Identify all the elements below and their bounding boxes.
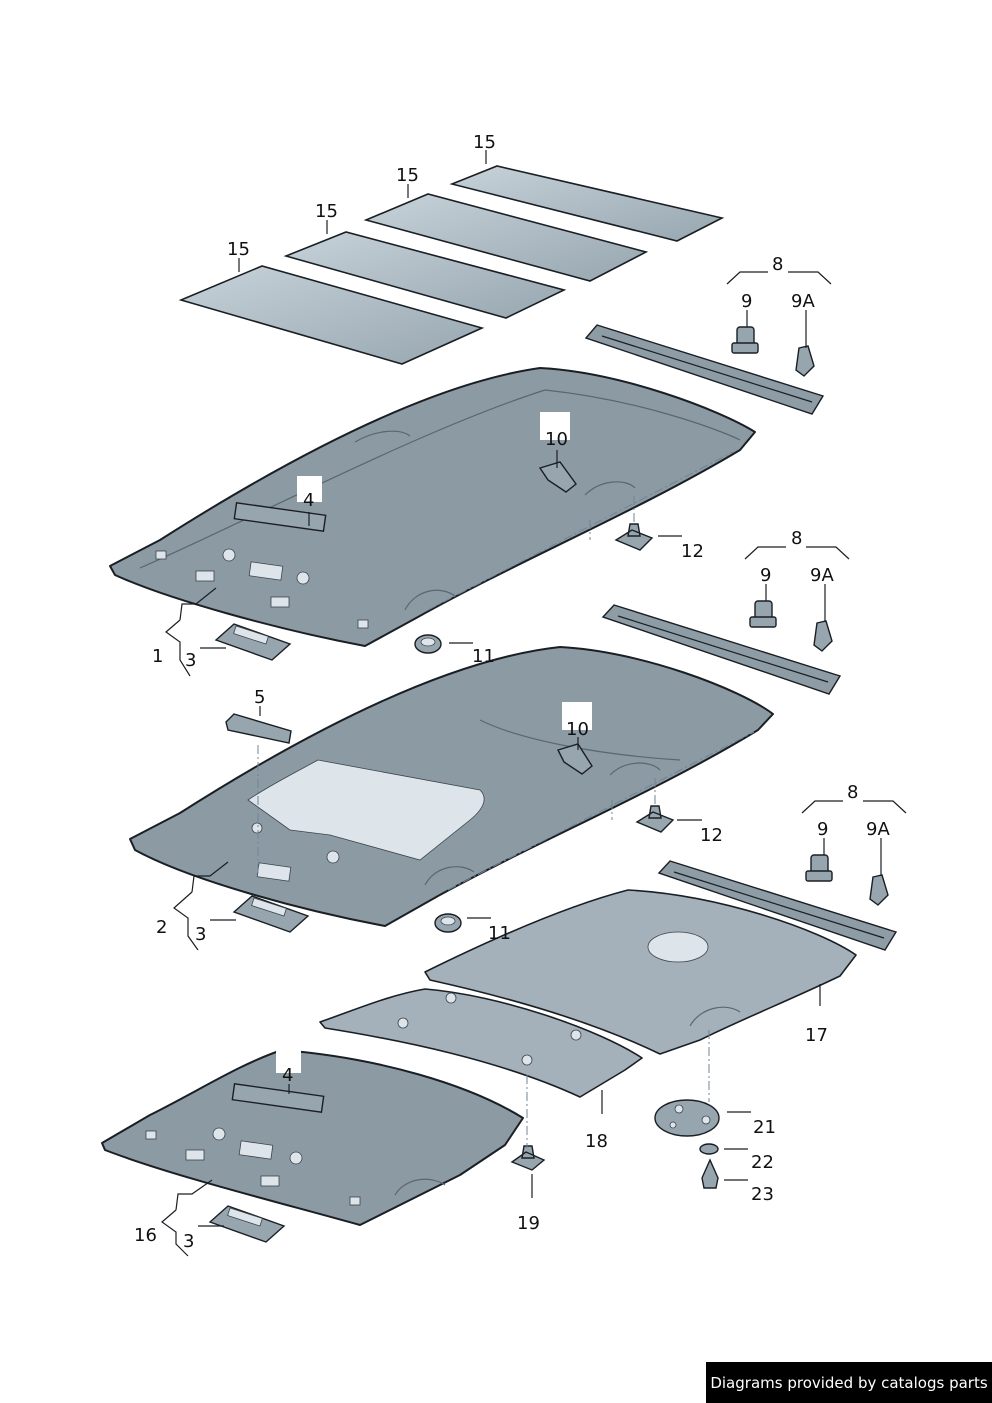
- label-3: 3: [185, 650, 196, 671]
- label-8: 8: [791, 528, 802, 549]
- label-11: 11: [488, 923, 511, 944]
- side-rail-middle: [601, 604, 842, 695]
- label-19: 19: [517, 1213, 540, 1234]
- headliner-16: [101, 1049, 524, 1226]
- label-15: 15: [227, 239, 250, 260]
- clip-9-middle: [749, 600, 777, 628]
- headliner-18: [319, 988, 643, 1098]
- side-rail-bottom: [657, 860, 898, 951]
- label-9: 9: [760, 565, 771, 586]
- label-1: 1: [152, 646, 163, 667]
- label-15: 15: [473, 132, 496, 153]
- headliner-17: [424, 889, 857, 1055]
- label-17: 17: [805, 1025, 828, 1046]
- handle-3-middle: [232, 895, 310, 933]
- label-8: 8: [847, 782, 858, 803]
- label-9: 9: [817, 819, 828, 840]
- sunvisor-bracket-4-bottom: [231, 1083, 325, 1113]
- bracket-21: [654, 1099, 720, 1137]
- label-5: 5: [254, 687, 265, 708]
- label-10: 10: [566, 719, 589, 740]
- headliner-2: [129, 646, 774, 927]
- label-15: 15: [396, 165, 419, 186]
- insulation-mat-3: [363, 193, 649, 282]
- clip-19: [510, 1145, 546, 1171]
- headliner-1: [109, 367, 756, 647]
- washer-22: [699, 1143, 719, 1155]
- clip-9-bottom: [805, 854, 833, 882]
- label-15: 15: [315, 201, 338, 222]
- handle-3-top: [214, 623, 292, 661]
- label-23: 23: [751, 1184, 774, 1205]
- clip-9A-bottom: [869, 874, 889, 906]
- label-21: 21: [753, 1117, 776, 1138]
- side-rail-top: [584, 324, 825, 415]
- screw-23: [701, 1158, 719, 1189]
- part-labels: 15 15 15 15 8 9 9A 10 4 12 8 9 9A 1 3 11…: [134, 132, 890, 1252]
- clip-12-top: [614, 523, 654, 551]
- clip-9A-top: [795, 345, 815, 377]
- label-4: 4: [303, 490, 314, 511]
- leader-lines: [161, 150, 907, 1257]
- label-12: 12: [681, 541, 704, 562]
- label-9: 9: [741, 291, 752, 312]
- label-9A: 9A: [866, 819, 890, 840]
- label-12: 12: [700, 825, 723, 846]
- label-10: 10: [545, 429, 568, 450]
- label-11: 11: [472, 646, 495, 667]
- label-2: 2: [156, 917, 167, 938]
- label-18: 18: [585, 1131, 608, 1152]
- insulation-mats: [178, 165, 725, 365]
- label-9A: 9A: [791, 291, 815, 312]
- label-3: 3: [195, 924, 206, 945]
- clip-12-middle: [635, 805, 675, 833]
- clip-9A-middle: [813, 620, 833, 652]
- clip-9-top: [731, 326, 759, 354]
- label-3: 3: [183, 1231, 194, 1252]
- footer-credit: Diagrams provided by catalogs parts: [706, 1362, 992, 1403]
- label-16: 16: [134, 1225, 157, 1246]
- label-8: 8: [772, 254, 783, 275]
- label-4: 4: [282, 1065, 293, 1086]
- insulation-mat-2: [283, 231, 567, 319]
- sunvisor-bracket-4-top: [233, 502, 327, 532]
- sunroof-filler-5: [225, 713, 292, 744]
- grommet-10-middle: [557, 743, 593, 775]
- label-22: 22: [751, 1152, 774, 1173]
- assembly-lines: [257, 451, 755, 1148]
- handle-3-bottom: [208, 1205, 286, 1243]
- insulation-mat-4: [449, 165, 725, 242]
- insulation-mat-1: [178, 265, 485, 365]
- label-9A: 9A: [810, 565, 834, 586]
